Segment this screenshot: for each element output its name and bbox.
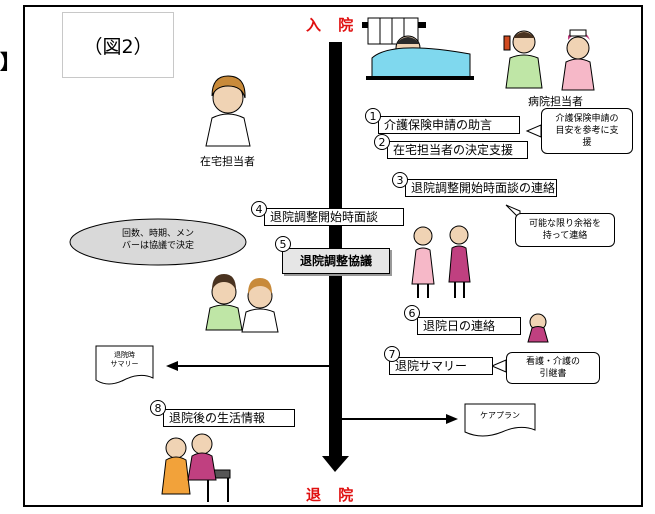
decide-ellipse <box>69 218 247 266</box>
step-7-box: 退院サマリー <box>389 357 493 375</box>
diagram-frame <box>23 5 643 507</box>
home-staff-label: 在宅担当者 <box>200 155 255 168</box>
home-staff-illustration <box>205 75 251 147</box>
step-2-box: 在宅担当者の決定支援 <box>387 141 528 159</box>
careplan-document-text: ケアプラン <box>480 411 520 420</box>
step-4-label: 退院調整開始時面談 <box>270 210 379 224</box>
handover-callout-tail <box>490 359 507 373</box>
step-4-box: 退院調整開始時面談 <box>264 208 404 226</box>
summary-arrowhead <box>166 361 178 371</box>
contact-note: 可能な限り余裕を 持って連絡 <box>515 213 615 247</box>
guide-note: 介護保険申請の 目安を参考に支 援 <box>541 108 633 154</box>
step-5-box: 退院調整協議 <box>282 248 390 274</box>
decide-note: 回数、時期、メン バーは協議で決定 <box>92 228 224 252</box>
hospital-staff-label: 病院担当者 <box>528 95 583 108</box>
guide-callout-tail <box>525 124 542 138</box>
step-7-label: 退院サマリー <box>395 359 468 373</box>
step-6-label: 退院日の連絡 <box>423 319 496 333</box>
summary-document: 退院時 サマリー <box>96 351 153 370</box>
guide-note-text: 介護保険申請の 目安を参考に支 援 <box>555 113 619 149</box>
step-8-box: 退院後の生活情報 <box>163 409 295 427</box>
step-1-label: 介護保険申請の助言 <box>384 118 493 132</box>
step-7-number: 7 <box>384 346 400 362</box>
step-1-box: 介護保険申請の助言 <box>378 116 520 134</box>
patient-bed-illustration <box>362 17 474 80</box>
figure-label-box: （図2） <box>62 12 174 78</box>
handover-note: 看護・介護の 引継書 <box>506 352 600 384</box>
summary-document-text: 退院時 サマリー <box>110 351 139 369</box>
decide-note-text: 回数、時期、メン バーは協議で決定 <box>121 229 194 252</box>
handover-note-text: 看護・介護の 引継書 <box>525 356 580 379</box>
step-6-number: 6 <box>404 305 420 321</box>
step-5-number: 5 <box>275 236 291 252</box>
summary-document-shape <box>95 345 154 385</box>
discharge-label: 退 院 <box>306 486 360 504</box>
step-3-label: 退院調整開始時面談の連絡 <box>411 181 556 195</box>
step-5-label: 退院調整協議 <box>299 254 372 268</box>
step-2-label: 在宅担当者の決定支援 <box>393 143 514 157</box>
step-8-label: 退院後の生活情報 <box>169 411 266 425</box>
step-6-box: 退院日の連絡 <box>417 317 521 335</box>
step-8-number: 8 <box>150 400 166 416</box>
step-1-number: 1 <box>365 108 381 124</box>
step-2-number: 2 <box>374 134 390 150</box>
step-3-box: 退院調整開始時面談の連絡 <box>405 179 557 197</box>
edge-bracket: 】 <box>0 50 20 74</box>
careplan-document-shape <box>464 403 536 437</box>
home-team-illustration <box>205 274 279 333</box>
careplan-arrowhead <box>446 414 458 424</box>
phone-person-illustration <box>527 313 549 343</box>
discharge-family-illustration <box>161 433 231 502</box>
step-3-number: 3 <box>392 172 408 188</box>
timeline-arrowhead <box>322 456 349 472</box>
figure-label: （図2） <box>83 35 153 58</box>
admission-label: 入 院 <box>306 16 360 34</box>
contact-note-text: 可能な限り余裕を 持って連絡 <box>528 218 601 241</box>
nurses-illustration <box>411 225 471 298</box>
hospital-staff-illustration <box>503 29 595 91</box>
careplan-document: ケアプラン <box>465 411 535 422</box>
step-4-number: 4 <box>251 201 267 217</box>
